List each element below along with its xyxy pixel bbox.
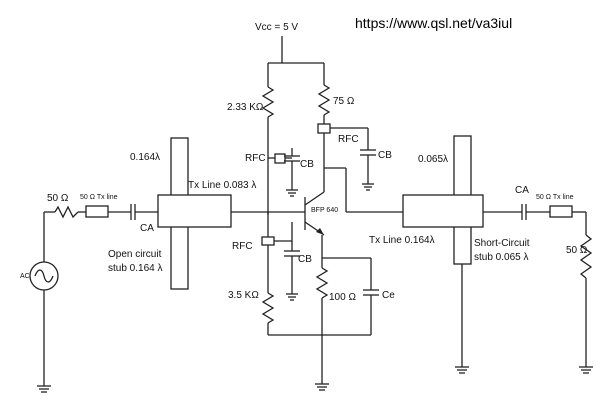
bias-resistor-top — [261, 63, 275, 215]
source-url: https://www.qsl.net/va3iul — [355, 15, 512, 31]
rfc-base-bottom-label: RFC — [232, 241, 253, 252]
emitter-resistor-label: 100 Ω — [329, 292, 356, 303]
rfc-base-bottom — [261, 212, 322, 336]
source-txline-label: 50 Ω Tx line — [80, 194, 118, 201]
vcc-label: Vcc = 5 V — [255, 22, 298, 33]
collector-resistor-label: 75 Ω — [333, 96, 355, 107]
open-circuit-stub — [157, 137, 232, 290]
short-circuit-stub — [402, 135, 484, 374]
rfc-collector — [317, 123, 376, 192]
short-stub-label-2: stub 0.065 λ — [474, 252, 528, 263]
cb-base-bottom-label: CB — [298, 254, 312, 265]
ac-source — [29, 212, 59, 393]
emitter-network — [315, 235, 379, 391]
source-resistor-label: 50 Ω — [47, 193, 69, 204]
output-load — [483, 204, 593, 374]
stub-out-length-label: 0.065λ — [418, 154, 448, 165]
cb-collector-label: CB — [378, 150, 392, 161]
txline-083-label: Tx Line 0.083 λ — [188, 180, 256, 191]
collector-resistor — [317, 63, 331, 124]
rfc-base-top-label: RFC — [245, 153, 266, 164]
rfc-collector-label: RFC — [338, 134, 359, 145]
ac-label: AC — [20, 273, 30, 280]
short-stub-label-1: Short-Circuit — [474, 238, 530, 249]
stub-in-length-label: 0.164λ — [130, 152, 160, 163]
ca-in-label: CA — [140, 223, 154, 234]
open-stub-label-1: Open circuit — [108, 249, 162, 260]
cb-base-top-label: CB — [300, 159, 314, 170]
transistor-bfp640 — [304, 167, 347, 236]
bias-resistor-top-label: 2.33 KΩ — [227, 102, 264, 113]
txline-164-label: Tx Line 0.164λ — [369, 235, 435, 246]
output-txline-label: 50 Ω Tx line — [536, 194, 574, 201]
ce-label: Ce — [382, 290, 395, 301]
rfc-base-top — [268, 148, 300, 197]
bias-resistor-bottom-label: 3.5 KΩ — [228, 290, 259, 301]
transistor-label: BFP 640 — [311, 207, 338, 214]
load-resistor-label: 50 Ω — [566, 245, 588, 256]
open-stub-label-2: stub 0.164 λ — [108, 263, 162, 274]
vcc-rail — [268, 36, 324, 64]
ca-out-label: CA — [515, 185, 529, 196]
source-resistor — [44, 204, 158, 220]
